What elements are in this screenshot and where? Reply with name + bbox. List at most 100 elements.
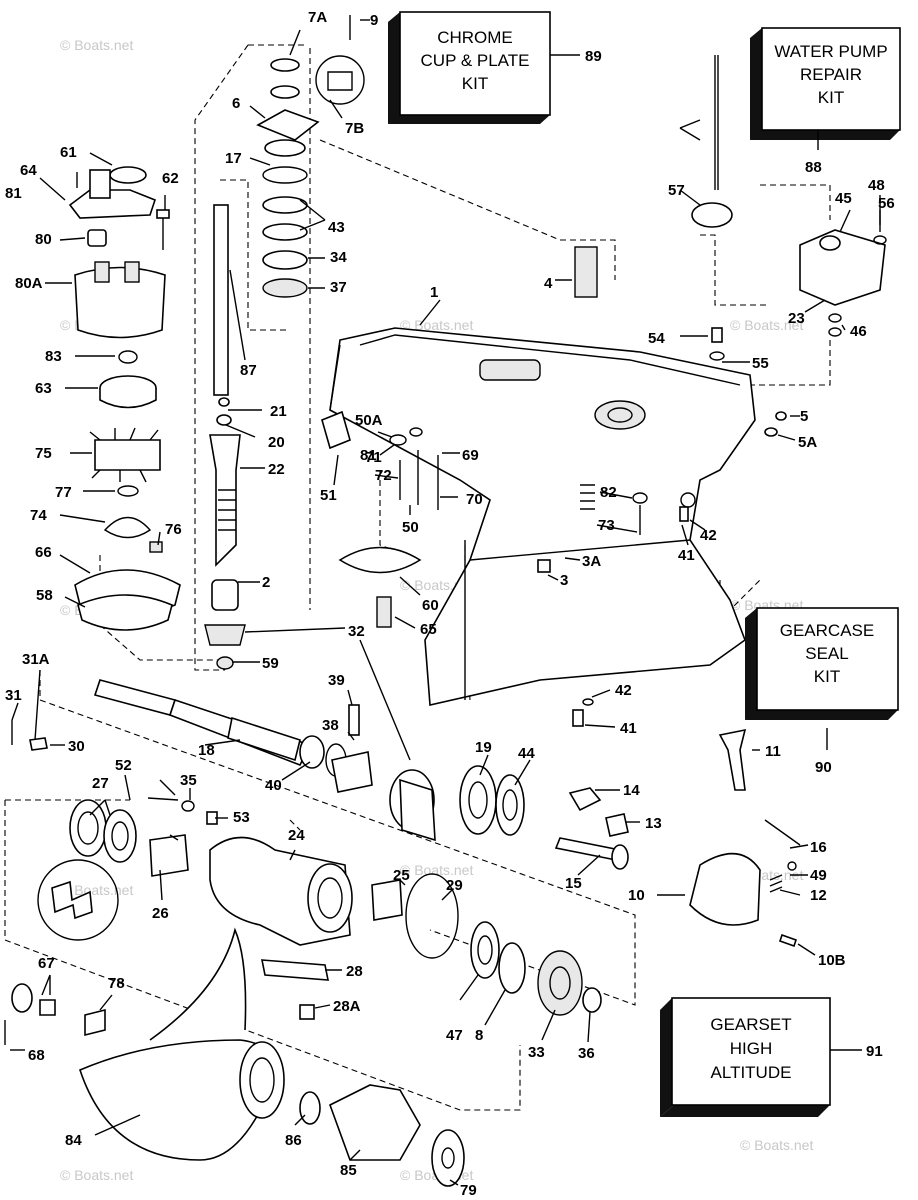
kit-title-line: GEARSET xyxy=(710,1015,791,1034)
callout-label: 34 xyxy=(330,249,347,266)
callout-label: 27 xyxy=(92,775,109,792)
callout-label: 7B xyxy=(345,120,364,137)
callout-label: 10 xyxy=(628,887,645,904)
callout-label: 42 xyxy=(615,682,632,699)
kit-title-line: GEARCASE xyxy=(780,621,874,640)
callout-label: 3A xyxy=(582,553,601,570)
callout-label: 83 xyxy=(45,348,62,365)
assembly-dash-lines xyxy=(4,44,831,1111)
callout-label: 63 xyxy=(35,380,52,397)
lower-parts xyxy=(4,797,602,1187)
callout-label: 40 xyxy=(265,777,282,794)
kit-box-gearset-high-altitude[interactable]: GEARSET HIGH ALTITUDE 91 xyxy=(660,997,883,1117)
callout-label: 6 xyxy=(232,95,240,112)
callout-label: 24 xyxy=(288,827,305,844)
watermark: © Boats.net xyxy=(730,317,803,333)
callout-label: 72 xyxy=(375,467,392,484)
callout-label: 54 xyxy=(648,330,665,347)
kit-box-chrome-cup-plate[interactable]: CHROME CUP & PLATE KIT 89 xyxy=(388,11,602,124)
watermark: © Boats.net xyxy=(400,317,473,333)
callout-label: 41 xyxy=(620,720,637,737)
callout-label: 82 xyxy=(600,484,617,501)
callout-label: 87 xyxy=(240,362,257,379)
callout-label: 44 xyxy=(518,745,535,762)
kit-title-line: REPAIR xyxy=(800,65,862,84)
callout-label: 48 xyxy=(868,177,885,194)
callout-label: 18 xyxy=(198,742,215,759)
callout-label: 19 xyxy=(475,739,492,756)
callout-label: 52 xyxy=(115,757,132,774)
callout-label: 3 xyxy=(560,572,568,589)
callout-label: 31A xyxy=(22,651,50,668)
callout-label: 42 xyxy=(700,527,717,544)
kit-title-line: CHROME xyxy=(437,28,513,47)
kit-number: 88 xyxy=(805,159,822,176)
callout-label: 56 xyxy=(878,195,895,212)
kit-title-line: KIT xyxy=(818,88,844,107)
callout-label: 28 xyxy=(346,963,363,980)
callout-label: 13 xyxy=(645,815,662,832)
kit-number: 91 xyxy=(866,1043,883,1060)
watermark: © Boats.net xyxy=(400,862,473,878)
water-pump-parts xyxy=(68,166,181,631)
middle-parts xyxy=(321,410,696,727)
callout-label: 50A xyxy=(355,412,383,429)
callout-label: 74 xyxy=(30,507,47,524)
callout-label: 41 xyxy=(678,547,695,564)
callout-label: 17 xyxy=(225,150,242,167)
kit-box-gearcase-seal[interactable]: GEARCASE SEAL KIT 90 xyxy=(745,607,899,776)
callout-label: 2 xyxy=(262,574,270,591)
callout-label: 5 xyxy=(800,408,808,425)
callout-label: 9 xyxy=(370,12,378,29)
callout-label: 68 xyxy=(28,1047,45,1064)
callout-label: 28A xyxy=(333,998,361,1015)
callout-label: 32 xyxy=(348,623,365,640)
callout-label: 49 xyxy=(810,867,827,884)
callout-label: 55 xyxy=(752,355,769,372)
callout-label: 5A xyxy=(798,434,817,451)
callout-label: 81 xyxy=(360,447,377,464)
callout-label: 77 xyxy=(55,484,72,501)
callout-label: 60 xyxy=(422,597,439,614)
callout-label: 70 xyxy=(466,491,483,508)
callout-labels: 1 2 3 3A 4 5 5A 6 7A 7B 8 9 10 10B 11 12… xyxy=(5,9,895,1199)
driveshaft-parts xyxy=(204,15,365,670)
callout-label: 8 xyxy=(475,1027,483,1044)
callout-label: 29 xyxy=(446,877,463,894)
callout-label: 58 xyxy=(36,587,53,604)
callout-label: 4 xyxy=(544,275,553,292)
callout-label: 31 xyxy=(5,687,22,704)
callout-label: 45 xyxy=(835,190,852,207)
callout-label: 43 xyxy=(328,219,345,236)
callout-label: 15 xyxy=(565,875,582,892)
callout-label: 1 xyxy=(430,284,438,301)
callout-label: 75 xyxy=(35,445,52,462)
gearcase-housing xyxy=(329,327,756,706)
callout-label: 69 xyxy=(462,447,479,464)
kit-title-line: WATER PUMP xyxy=(774,42,887,61)
watermark: © Boats.net xyxy=(60,1167,133,1183)
callout-label: 33 xyxy=(528,1044,545,1061)
kit-title-line: KIT xyxy=(814,667,840,686)
callout-label: 80A xyxy=(15,275,43,292)
callout-label: 62 xyxy=(162,170,179,187)
callout-label: 50 xyxy=(402,519,419,536)
callout-label: 47 xyxy=(446,1027,463,1044)
callout-label: 81 xyxy=(5,185,22,202)
kit-title-line: ALTITUDE xyxy=(711,1063,792,1082)
callout-label: 80 xyxy=(35,231,52,248)
kit-number: 89 xyxy=(585,48,602,65)
callout-label: 10B xyxy=(818,952,846,969)
callout-label: 39 xyxy=(328,672,345,689)
kit-box-water-pump-repair[interactable]: WATER PUMP REPAIR KIT 88 xyxy=(750,27,901,176)
callout-label: 65 xyxy=(420,621,437,638)
callout-label: 51 xyxy=(320,487,337,504)
callout-label: 23 xyxy=(788,310,805,327)
watermark-layer: © Boats.net © Boats.net © Boats.net © Bo… xyxy=(60,27,833,1183)
kit-title-line: CUP & PLATE xyxy=(421,51,530,70)
callout-label: 46 xyxy=(850,323,867,340)
callout-label: 57 xyxy=(668,182,685,199)
callout-label: 14 xyxy=(623,782,640,799)
kit-title-line: KIT xyxy=(462,74,488,93)
